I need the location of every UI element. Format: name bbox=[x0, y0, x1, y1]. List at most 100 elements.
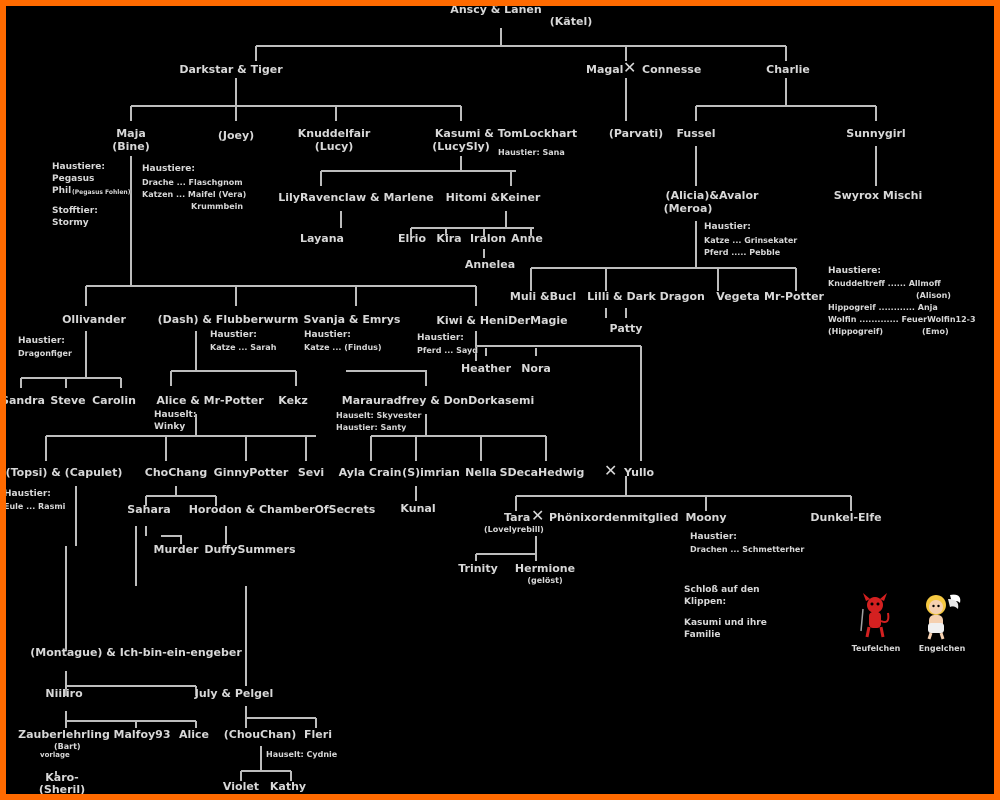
avatar-pet-2: Pferd ..... Pebble bbox=[704, 248, 781, 257]
family-tree-diagram: Anscy & Lanen (Kätel) Darkstar & Tiger M… bbox=[6, 6, 994, 794]
node-trinity: Trinity bbox=[458, 562, 498, 575]
oll-pets-title: Haustier: bbox=[18, 336, 65, 346]
node-magal: Magal bbox=[586, 63, 624, 76]
node-tara-sub: (Lovelyrebill) bbox=[484, 525, 544, 534]
node-sandra: Sandra bbox=[6, 394, 45, 407]
node-knuddelfair: Knuddelfair bbox=[297, 127, 371, 140]
node-lily: LilyRavenclaw & Marlene bbox=[278, 191, 434, 204]
kiwi-pet-1: Pferd ... Sayd bbox=[417, 346, 478, 355]
mara-pet-1: Hauselt: Skyvester bbox=[336, 411, 422, 420]
devil-icon bbox=[860, 593, 890, 638]
ds-pets-title: Haustiere: bbox=[142, 164, 196, 174]
node-avalor: (Alicia)&Avalor bbox=[665, 189, 759, 202]
node-sahara: Sahara bbox=[127, 503, 171, 516]
right-pet-4-sub: (Emo) bbox=[922, 327, 949, 336]
node-murder: Murder bbox=[153, 543, 199, 556]
right-pet-1: Knuddeltreff ...... Allmoff bbox=[828, 279, 941, 288]
maja-pet-1: Pegasus bbox=[52, 174, 95, 184]
node-kasumi-sub: (LucySly) bbox=[432, 140, 490, 153]
node-muli: Muli &Bucl bbox=[509, 290, 577, 303]
kiwi-pets-title: Haustier: bbox=[417, 333, 464, 343]
node-ayla: Ayla Crain bbox=[338, 466, 402, 479]
node-knuddelfair-sub: (Lucy) bbox=[314, 140, 354, 153]
node-maja: Maja bbox=[116, 127, 146, 140]
divorce-x-icon: ✕ bbox=[604, 461, 618, 480]
node-charlie: Charlie bbox=[766, 63, 810, 76]
right-pet-3: Wolfin ............. FeuerWolfin12-3 bbox=[828, 315, 976, 324]
topsi-pet-1: Eule ... Rasmi bbox=[6, 502, 66, 511]
node-hermione: Hermione bbox=[514, 562, 576, 575]
node-kunal: Kunal bbox=[400, 502, 436, 515]
node-niiliro: Niiliro bbox=[45, 687, 83, 700]
node-alice2: Alice bbox=[178, 728, 210, 741]
castle-note-2: Klippen: bbox=[684, 597, 727, 607]
node-mara: Marauradfrey & DonDorkasemi bbox=[341, 394, 535, 407]
node-chou: (ChouChan) bbox=[223, 728, 297, 741]
node-svanja: Svanja & Emrys bbox=[303, 313, 401, 326]
right-pet-2: Hippogreif ............ Anja bbox=[828, 303, 938, 312]
node-july: July & Pelgel bbox=[194, 687, 274, 700]
alice-pet-1: Winky bbox=[154, 422, 186, 432]
root-couple: Anscy & Lanen bbox=[450, 6, 542, 16]
avatar-pet-1: Katze ... Grinsekater bbox=[704, 236, 798, 245]
node-dash: (Dash) & Flubberwurm bbox=[157, 313, 299, 326]
node-sevi: Sevi bbox=[297, 466, 325, 479]
maja-pets-title: Haustiere: bbox=[52, 162, 106, 172]
node-sdeca: SDecaHedwig bbox=[499, 466, 585, 479]
ds-pet-2: Katzen ... Maifel (Vera) bbox=[142, 190, 247, 199]
node-chochang: ChoChang bbox=[144, 466, 208, 479]
moony-pets-title: Haustier: bbox=[690, 532, 737, 542]
node-karo: Karo- bbox=[45, 771, 79, 784]
node-duffy: DuffySummers bbox=[204, 543, 296, 556]
topsi-pets-title: Haustier: bbox=[6, 489, 51, 499]
node-patty: Patty bbox=[609, 322, 643, 335]
node-parvati: (Parvati) bbox=[608, 127, 664, 140]
castle-note-1: Schloß auf den bbox=[684, 585, 760, 595]
node-steve: Steve bbox=[50, 394, 86, 407]
node-montague: (Montague) & Ich-bin-ein-engeber bbox=[30, 646, 242, 659]
maja-pet-2-sub: (Pegasus Fohlen) bbox=[72, 189, 131, 196]
node-maja-sub: (Bine) bbox=[112, 140, 150, 153]
node-carolin: Carolin bbox=[92, 394, 136, 407]
maja-plush-title: Stofftier: bbox=[52, 206, 98, 216]
dash-pet-1: Katze ... Sarah bbox=[210, 343, 277, 352]
root-sub: (Kätel) bbox=[549, 15, 593, 28]
node-fleri: Fleri bbox=[304, 728, 332, 741]
node-hermione-sub: (gelöst) bbox=[527, 576, 563, 585]
node-darkstar-tiger: Darkstar & Tiger bbox=[179, 63, 283, 76]
node-moony: Moony bbox=[685, 511, 727, 524]
node-violet: Violet bbox=[222, 780, 260, 793]
node-swyrox: Swyrox Mischi bbox=[833, 189, 923, 202]
node-malfoy: Malfoy93 bbox=[113, 728, 171, 741]
node-connesse: Connesse bbox=[642, 63, 702, 76]
castle-note-3: Kasumi und ihre bbox=[684, 618, 767, 628]
node-kasumi: Kasumi & TomLockhart bbox=[434, 127, 578, 140]
right-pet-4: (Hippogreif) bbox=[828, 327, 884, 336]
maja-pet-2: Phil bbox=[52, 186, 72, 196]
node-joey: (Joey) bbox=[217, 129, 255, 142]
tree-connectors bbox=[20, 28, 877, 781]
node-zauber-note: vorlage bbox=[40, 751, 70, 759]
mara-pet-2: Haustier: Santy bbox=[336, 423, 407, 432]
node-lilli: Lilli & Dark Dragon bbox=[587, 290, 705, 303]
node-hitomi: Hitomi &Keiner bbox=[445, 191, 541, 204]
moony-pet-1: Drachen ... Schmetterher bbox=[690, 545, 805, 554]
right-pets-title: Haustiere: bbox=[828, 266, 882, 276]
node-zauber-sub: (Bart) bbox=[54, 742, 81, 751]
angel-label: Engelchen bbox=[918, 644, 966, 653]
node-kathy: Kathy bbox=[269, 780, 307, 793]
svanja-pet-1: Katze ... (Findus) bbox=[304, 343, 382, 352]
node-avalor-sub: (Meroa) bbox=[663, 202, 713, 215]
ds-pet-3: Krummbein bbox=[191, 202, 244, 211]
node-annelea: Annelea bbox=[464, 258, 516, 271]
node-topsi: (Topsi) & (Capulet) bbox=[6, 466, 123, 479]
node-kira: Kira bbox=[436, 232, 462, 245]
divorce-x-icon: ✕ bbox=[623, 58, 637, 77]
node-ginny: GinnyPotter bbox=[213, 466, 289, 479]
oll-pet-1: Dragonfiger bbox=[18, 349, 72, 358]
node-nora: Nora bbox=[521, 362, 551, 375]
node-dunkel: Dunkel-Elfe bbox=[810, 511, 882, 524]
devil-label: Teufelchen bbox=[851, 644, 901, 653]
node-elrio: Elrio bbox=[397, 232, 427, 245]
avatar-pets-title: Haustier: bbox=[704, 222, 751, 232]
